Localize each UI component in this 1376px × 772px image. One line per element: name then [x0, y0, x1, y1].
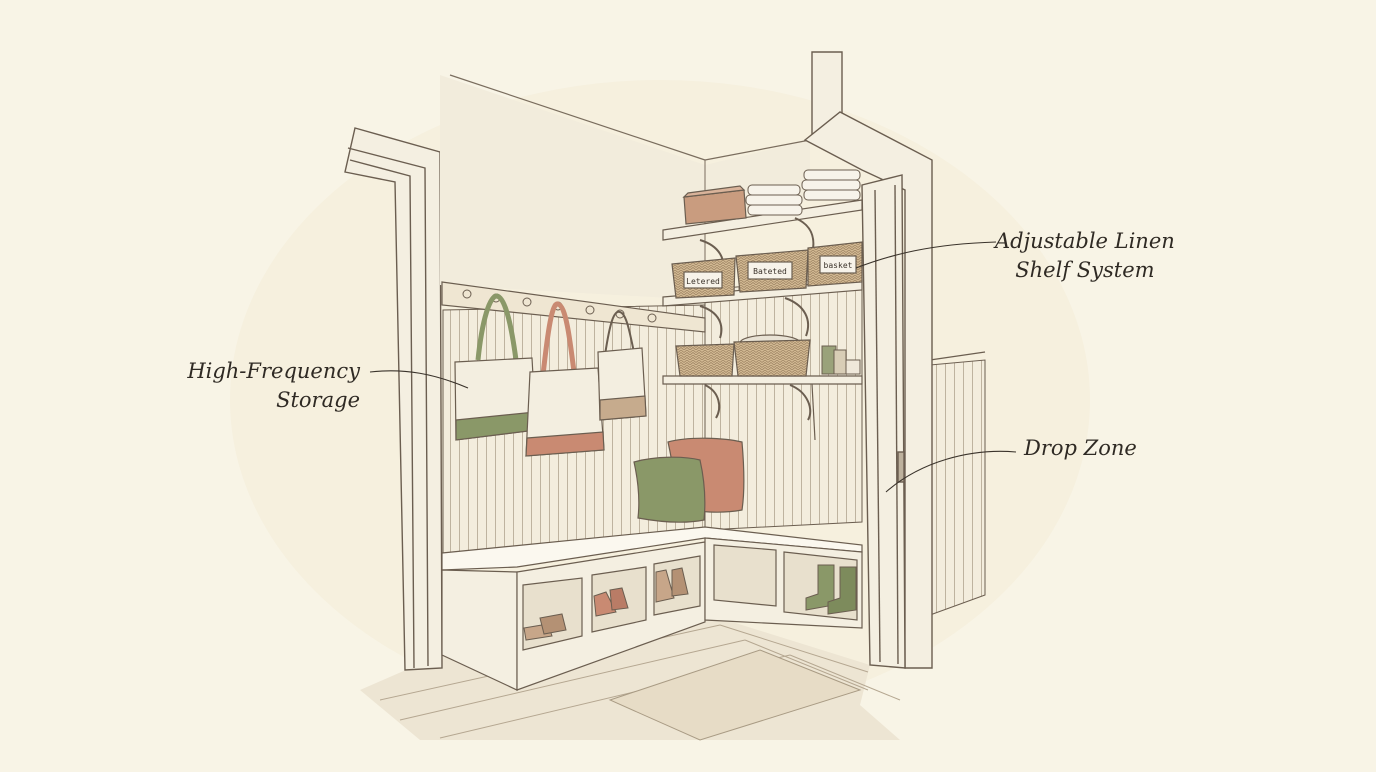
jar-icon — [821, 345, 861, 375]
storage-box-icon — [682, 185, 747, 225]
label-high-frequency-line-2: Storage — [276, 388, 360, 412]
floor — [360, 615, 901, 741]
label-linen-line-2: Shelf System — [1015, 258, 1155, 282]
basket-tag-2: Bateted — [753, 267, 787, 276]
label-high-frequency-line-1: High-Frequency — [187, 359, 360, 383]
basket-icon — [807, 241, 863, 287]
right-door-frame — [803, 51, 933, 669]
shoe-icon — [523, 567, 689, 641]
basket-icon — [675, 343, 735, 377]
tote-bag-icon — [454, 293, 537, 441]
label-drop-zone-text: Drop Zone — [1024, 436, 1137, 460]
basket-icon — [733, 334, 811, 377]
label-adjustable-linen-shelf: Adjustable Linen Shelf System — [995, 227, 1175, 285]
basket-tag-1: Letered — [686, 277, 720, 286]
basket-icon — [671, 257, 736, 299]
door-hinge-icon — [897, 451, 905, 483]
leader-lines — [369, 241, 1017, 493]
label-drop-zone: Drop Zone — [1024, 434, 1137, 463]
basket-tag-3: basket — [824, 261, 853, 270]
tote-bag-icon — [525, 301, 605, 457]
label-high-frequency-storage: High-Frequency Storage — [160, 357, 360, 415]
label-linen-line-1: Adjustable Linen — [995, 229, 1175, 253]
boot-icon — [805, 564, 857, 615]
basket-icon — [735, 249, 809, 293]
tote-bag-icon — [597, 310, 647, 421]
pillow-icon — [633, 456, 706, 523]
towel-stack-icon — [745, 169, 861, 216]
